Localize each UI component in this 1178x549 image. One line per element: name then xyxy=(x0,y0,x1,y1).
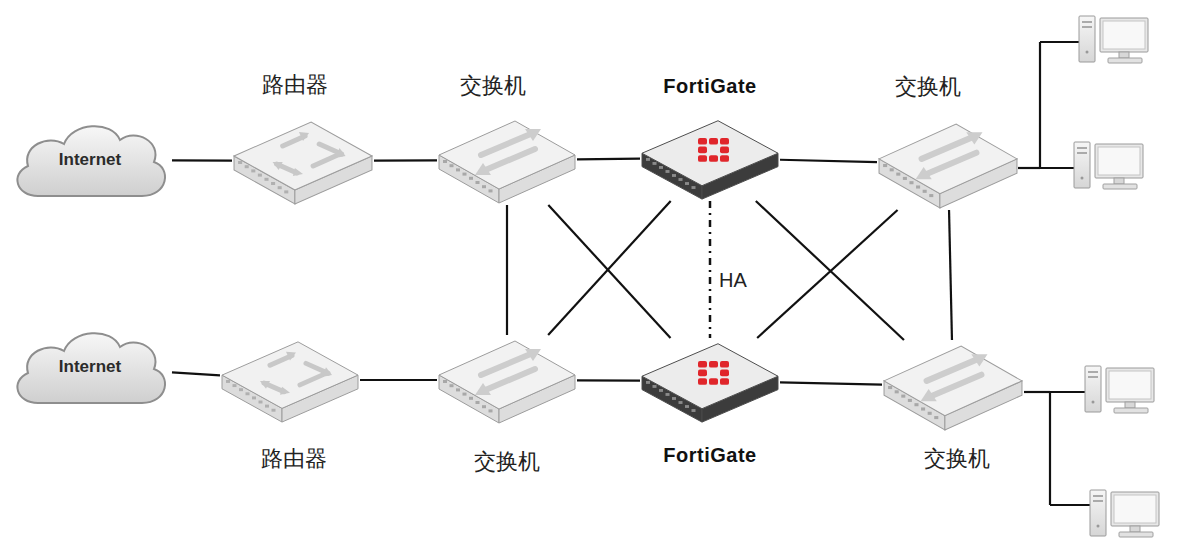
device-label: 交换机 xyxy=(895,74,961,100)
device-label: FortiGate xyxy=(663,73,756,99)
switch-node: 交换机 xyxy=(437,335,577,425)
network-link xyxy=(780,382,882,384)
network-link xyxy=(172,372,220,375)
ha-link xyxy=(709,201,712,338)
internet-cloud: Internet xyxy=(8,116,172,204)
ha-label: HA xyxy=(716,268,750,292)
router-node: 路由器 xyxy=(220,336,360,424)
network-link xyxy=(548,201,671,335)
device-label: 路由器 xyxy=(262,72,328,98)
network-link xyxy=(949,210,952,340)
network-link xyxy=(548,205,670,338)
internet-cloud: Internet xyxy=(8,323,172,411)
device-label: 交换机 xyxy=(474,449,540,475)
pc-wire xyxy=(1018,42,1090,505)
firewall-node: FortiGate xyxy=(640,338,780,424)
pc-icon xyxy=(1074,142,1143,189)
network-link xyxy=(780,160,877,162)
pc-icon xyxy=(1079,16,1148,63)
router-node: 路由器 xyxy=(232,116,374,206)
device-label: FortiGate xyxy=(663,442,756,468)
network-link xyxy=(577,379,640,382)
device-label: 路由器 xyxy=(261,446,327,472)
network-link xyxy=(756,201,904,340)
pc-icon xyxy=(1085,366,1154,413)
switch-node: 交换机 xyxy=(437,115,577,205)
network-link xyxy=(172,159,232,161)
firewall-node: FortiGate xyxy=(640,115,780,201)
switch-node: 交换机 xyxy=(882,340,1024,432)
pc-icon xyxy=(1090,490,1159,537)
switch-node: 交换机 xyxy=(877,118,1019,210)
network-link xyxy=(506,205,508,335)
network-link xyxy=(360,379,437,381)
device-label: 交换机 xyxy=(924,446,990,472)
device-label: 交换机 xyxy=(460,73,526,99)
network-link xyxy=(577,158,640,161)
cloud-label: Internet xyxy=(8,116,172,204)
cloud-label: Internet xyxy=(8,323,172,411)
network-link xyxy=(374,159,437,162)
network-link xyxy=(757,210,897,338)
